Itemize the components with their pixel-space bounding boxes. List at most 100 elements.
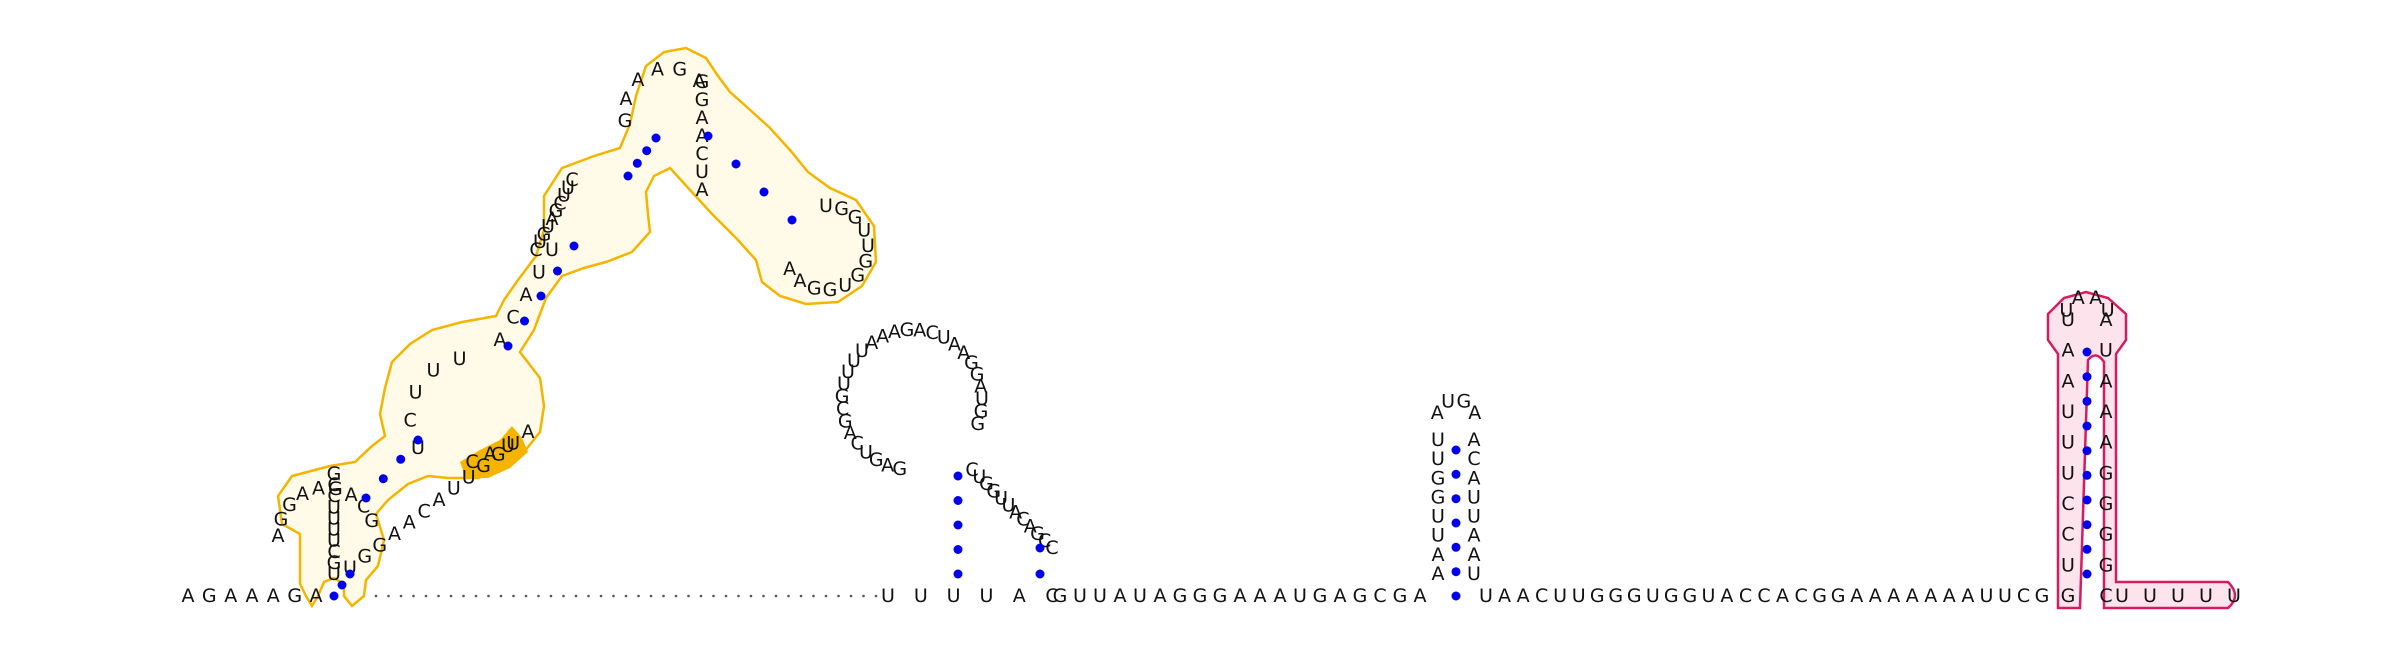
backbone-dot: [787, 594, 790, 598]
base-pair-dot: [787, 215, 797, 225]
nucleotide-179: G: [1608, 585, 1623, 607]
backbone-dot: [512, 594, 515, 598]
nucleotide-200: U: [1998, 585, 2012, 607]
nucleotide-202: G: [2035, 585, 2050, 607]
nucleotide-73: G: [491, 444, 506, 466]
nucleotide-29: U: [427, 359, 441, 381]
domain-1-highlight: [460, 426, 528, 478]
nucleotide-79: A: [403, 512, 416, 534]
base-pair-dot: [1451, 518, 1461, 528]
nucleotide-152: A: [1432, 563, 1445, 585]
nucleotide-118: U: [975, 388, 989, 410]
nucleotide-228: U: [2143, 585, 2157, 607]
base-pair-dot: [953, 496, 963, 505]
nucleotide-3: A: [246, 585, 259, 607]
nucleotide-146: G: [1313, 585, 1328, 607]
backbone-dot: [874, 594, 878, 598]
nucleotide-214: A: [2072, 287, 2085, 309]
nucleotide-164: A: [1468, 429, 1481, 451]
nucleotide-93: G: [892, 458, 907, 480]
nucleotide-11: U: [327, 519, 341, 541]
base-pair-dot: [337, 580, 347, 590]
nucleotide-87: U: [881, 585, 895, 607]
nucleotide-210: A: [2062, 370, 2075, 392]
nucleotide-64: C: [553, 192, 566, 214]
nucleotide-119: G: [974, 401, 989, 423]
nucleotide-70: C: [529, 239, 542, 261]
backbone-dot: [837, 594, 840, 598]
nucleotide-216: U: [2101, 300, 2115, 322]
nucleotide-231: U: [2227, 585, 2241, 607]
nucleotide-100: C: [836, 398, 849, 420]
nucleotide-174: A: [1517, 585, 1530, 607]
nucleotide-176: U: [1553, 585, 1567, 607]
nucleotide-140: G: [1193, 585, 1208, 607]
base-pair-dot: [1035, 569, 1045, 579]
base-pair-dot: [651, 133, 661, 143]
nucleotide-50: G: [834, 198, 849, 220]
nucleotide-90: U: [979, 585, 993, 607]
base-pair-dot: [623, 171, 633, 181]
base-pair-dot: [378, 474, 388, 484]
nucleotide-77: A: [433, 489, 446, 511]
nucleotide-223: G: [2099, 493, 2114, 515]
base-pair-dot: [396, 454, 406, 464]
nucleotide-115: G: [964, 352, 979, 374]
nucleotide-45: A: [696, 125, 709, 147]
backbone-dot: [662, 594, 665, 598]
backbone-dot: [737, 594, 740, 598]
nucleotide-121: C: [965, 459, 978, 481]
nucleotide-175: C: [1535, 585, 1548, 607]
nucleotide-8: G: [327, 552, 342, 574]
backbone-dot: [674, 594, 678, 598]
nucleotide-135: U: [1093, 585, 1107, 607]
nucleotide-205: C: [2061, 524, 2074, 546]
base-pair-dot: [2082, 396, 2092, 406]
nucleotide-68: G: [537, 223, 552, 245]
nucleotide-6: A: [310, 585, 323, 607]
nucleotide-219: A: [2100, 370, 2113, 392]
nucleotide-123: G: [979, 473, 994, 495]
backbone-dot: [462, 594, 465, 598]
base-pair-dot: [731, 159, 741, 169]
base-pair-dot: [1451, 591, 1461, 601]
nucleotide-85: A: [484, 443, 497, 465]
nucleotide-105: U: [855, 340, 869, 362]
base-pair-dot: [413, 435, 423, 445]
nucleotide-20: A: [296, 483, 309, 505]
nucleotide-217: A: [2100, 309, 2113, 331]
nucleotide-95: G: [869, 449, 884, 471]
nucleotide-42: G: [695, 71, 710, 93]
base-pair-dot: [632, 158, 642, 168]
nucleotide-35: U: [545, 239, 559, 261]
nucleotide-10: U: [327, 530, 341, 552]
nucleotide-178: G: [1590, 585, 1605, 607]
nucleotide-203: G: [2061, 585, 2076, 607]
nucleotide-155: U: [1431, 506, 1445, 528]
backbone-dot: [762, 594, 765, 598]
nucleotide-149: C: [1373, 585, 1386, 607]
base-pair-dot: [329, 591, 339, 601]
backbone-dot: [537, 594, 540, 598]
base-pair-dot: [2082, 372, 2092, 382]
nucleotide-111: C: [925, 322, 938, 344]
nucleotide-116: G: [970, 363, 985, 385]
nucleotide-141: G: [1213, 585, 1228, 607]
base-pair-dot: [953, 569, 963, 579]
nucleotide-63: U: [557, 185, 571, 207]
nucleotide-186: C: [1739, 585, 1752, 607]
nucleotide-215: A: [2089, 287, 2102, 309]
nucleotide-207: U: [2061, 462, 2075, 484]
nucleotide-114: A: [957, 342, 970, 364]
nucleotide-13: U: [327, 496, 341, 518]
nucleotide-14: C: [327, 485, 340, 507]
nucleotide-190: G: [1812, 585, 1827, 607]
base-pair-dot: [703, 131, 713, 141]
nucleotide-144: A: [1274, 585, 1287, 607]
nucleotide-128: C: [1016, 509, 1029, 531]
nucleotide-72: U: [506, 432, 520, 454]
backbone-dot: [687, 594, 690, 598]
backbone-dot: [412, 594, 415, 598]
nucleotide-51: G: [848, 207, 863, 229]
